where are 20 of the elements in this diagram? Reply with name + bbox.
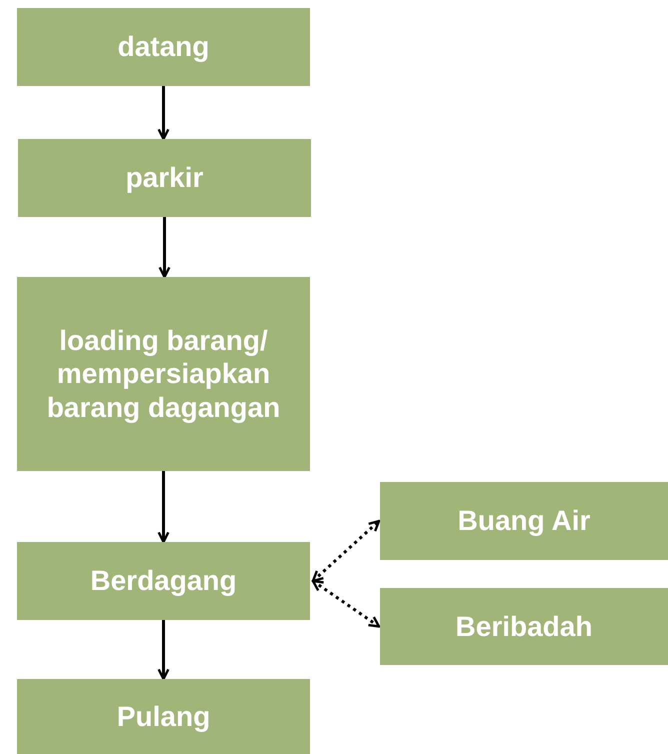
box-label: parkir — [126, 161, 204, 195]
process-box — [17, 8, 310, 86]
process-box — [18, 139, 311, 217]
box-label: Berdagang — [90, 564, 237, 598]
box-label: Beribadah — [456, 610, 592, 644]
box-label: Pulang — [116, 700, 210, 734]
box-label: datang — [118, 30, 210, 64]
arrow — [158, 471, 170, 544]
arrow — [158, 620, 170, 680]
box-label: Buang Air — [458, 504, 590, 538]
arrow — [312, 520, 380, 582]
process-box — [380, 588, 668, 665]
process-box — [380, 482, 668, 560]
arrow — [158, 217, 170, 278]
arrow — [312, 580, 380, 628]
process-box — [17, 277, 310, 471]
process-box — [17, 542, 310, 620]
box-label: loading barang/ mempersiapkan barang dagangan — [46, 324, 282, 424]
process-box — [17, 679, 310, 754]
arrow — [158, 86, 170, 140]
